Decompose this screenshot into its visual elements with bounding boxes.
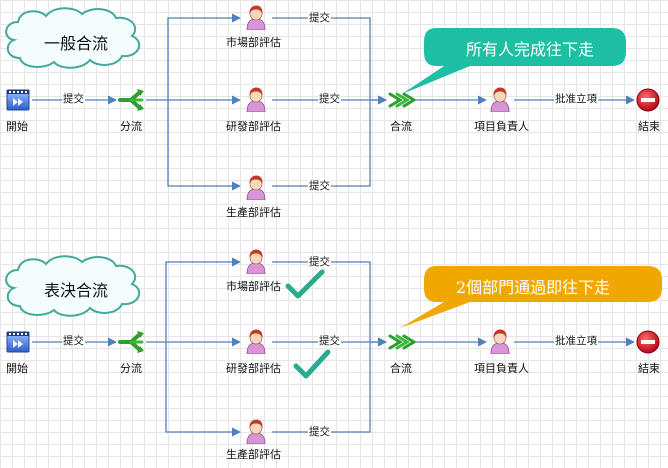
- join-arrow-icon[interactable]: [388, 334, 416, 350]
- node-label-end: 結束: [638, 362, 660, 375]
- user-icon[interactable]: [246, 419, 266, 445]
- node-label-market-review: 市場部評估: [226, 36, 281, 49]
- flow-edges: [32, 13, 635, 191]
- stop-icon[interactable]: [636, 330, 660, 354]
- user-icon[interactable]: [246, 87, 266, 113]
- join-arrow-icon[interactable]: [388, 92, 416, 108]
- node-label-start: 開始: [6, 120, 28, 133]
- user-icon[interactable]: [246, 249, 266, 275]
- edge-label-submit: 提交: [62, 93, 85, 105]
- panel-general-join: [5, 5, 660, 201]
- edge-label-submit: 提交: [308, 180, 331, 192]
- panel-vote-join: [5, 249, 662, 445]
- node-label-join: 合流: [390, 362, 412, 375]
- film-icon[interactable]: [6, 331, 30, 353]
- node-label-production-review: 生產部評估: [226, 206, 281, 219]
- callout-text: 2個部門通過即往下走: [456, 278, 611, 297]
- checkmark-icon: [285, 269, 325, 299]
- user-icon[interactable]: [246, 175, 266, 201]
- node-label-start: 開始: [6, 362, 28, 375]
- user-icon[interactable]: [246, 5, 266, 31]
- node-label-rd-review: 研發部評估: [226, 120, 281, 133]
- edge-label-submit: 提交: [308, 426, 331, 438]
- user-icon[interactable]: [490, 87, 510, 113]
- callout-shape: [400, 266, 662, 328]
- edge-label-submit: 提交: [308, 12, 331, 24]
- node-label-split: 分流: [120, 120, 142, 133]
- stop-icon[interactable]: [636, 88, 660, 112]
- node-label-production-review: 生產部評估: [226, 448, 281, 461]
- edge-label-approve: 批准立項: [554, 335, 598, 347]
- edge-label-approve: 批准立項: [554, 93, 598, 105]
- edge-label-submit: 提交: [318, 93, 341, 105]
- node-label-split: 分流: [120, 362, 142, 375]
- user-icon[interactable]: [246, 329, 266, 355]
- checkmark-icon: [293, 349, 331, 379]
- edge-label-submit: 提交: [308, 256, 331, 268]
- cloud-title: 表決合流: [44, 281, 109, 300]
- callout-shape: [402, 28, 626, 94]
- node-label-market-review: 市場部評估: [226, 280, 281, 293]
- node-label-end: 結束: [638, 120, 660, 133]
- node-label-join: 合流: [390, 120, 412, 133]
- cloud-shape: [5, 255, 141, 317]
- node-label-manager: 項目負責人: [474, 362, 529, 375]
- split-arrow-icon[interactable]: [118, 330, 146, 354]
- cloud-shape: [5, 7, 141, 69]
- node-label-manager: 項目負責人: [474, 120, 529, 133]
- film-icon[interactable]: [6, 89, 30, 111]
- cloud-title: 一般合流: [44, 34, 109, 53]
- node-label-rd-review: 研發部評估: [226, 362, 281, 375]
- callout-text: 所有人完成往下走: [466, 40, 595, 59]
- edge-label-submit: 提交: [62, 335, 85, 347]
- split-arrow-icon[interactable]: [118, 88, 146, 112]
- edge-label-submit: 提交: [318, 335, 341, 347]
- user-icon[interactable]: [490, 329, 510, 355]
